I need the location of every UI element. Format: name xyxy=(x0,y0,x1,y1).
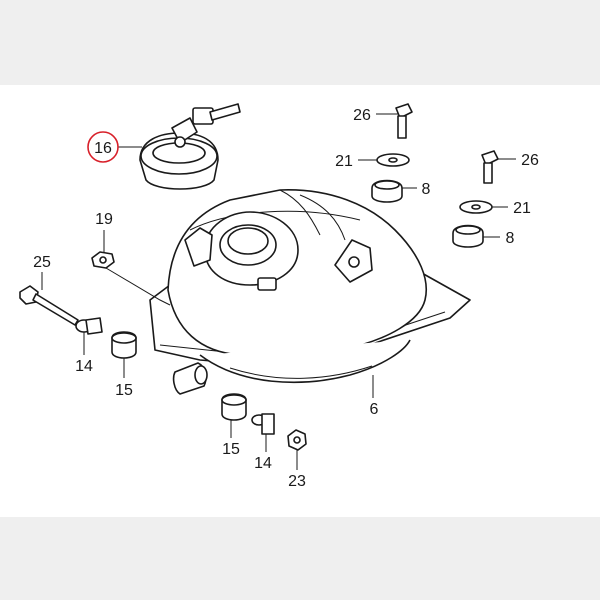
callout-19: 19 xyxy=(95,211,113,228)
rubber-15-left xyxy=(111,331,137,359)
bolt-26-upper xyxy=(395,103,413,139)
callout-15-left: 15 xyxy=(115,382,133,399)
callout-14-bottom: 14 xyxy=(254,455,272,472)
callout-25: 25 xyxy=(33,254,51,271)
washer-21-right xyxy=(459,200,493,214)
collar-14-bottom xyxy=(251,413,275,435)
bolt-26-right xyxy=(481,150,499,184)
callout-8-upper: 8 xyxy=(422,181,431,198)
callout-23: 23 xyxy=(288,473,306,490)
callout-15-bottom: 15 xyxy=(222,441,240,458)
collar-14-left xyxy=(75,317,103,335)
callout-labels: 16 26 21 8 26 21 8 19 25 14 15 6 15 14 2… xyxy=(33,107,539,490)
callout-14-left: 14 xyxy=(75,358,93,375)
rubber-15-bottom xyxy=(221,393,247,421)
fuel-cap-16 xyxy=(139,103,241,190)
nut-23 xyxy=(287,429,307,451)
grommet-8-upper xyxy=(371,179,403,203)
grommet-8-right xyxy=(452,224,484,248)
callout-6: 6 xyxy=(370,401,379,418)
callout-16: 16 xyxy=(94,140,112,157)
leader-lines xyxy=(41,113,516,470)
fuel-tank xyxy=(149,189,471,395)
bolt-25 xyxy=(19,285,79,326)
highlight-ring xyxy=(87,131,119,163)
callout-26-right: 26 xyxy=(521,152,539,169)
callout-21-upper: 21 xyxy=(335,153,353,170)
nut-19 xyxy=(91,251,115,269)
callout-26-upper: 26 xyxy=(353,107,371,124)
callout-8-right: 8 xyxy=(506,230,515,247)
washer-21-upper xyxy=(376,153,410,167)
callout-21-right: 21 xyxy=(513,200,531,217)
